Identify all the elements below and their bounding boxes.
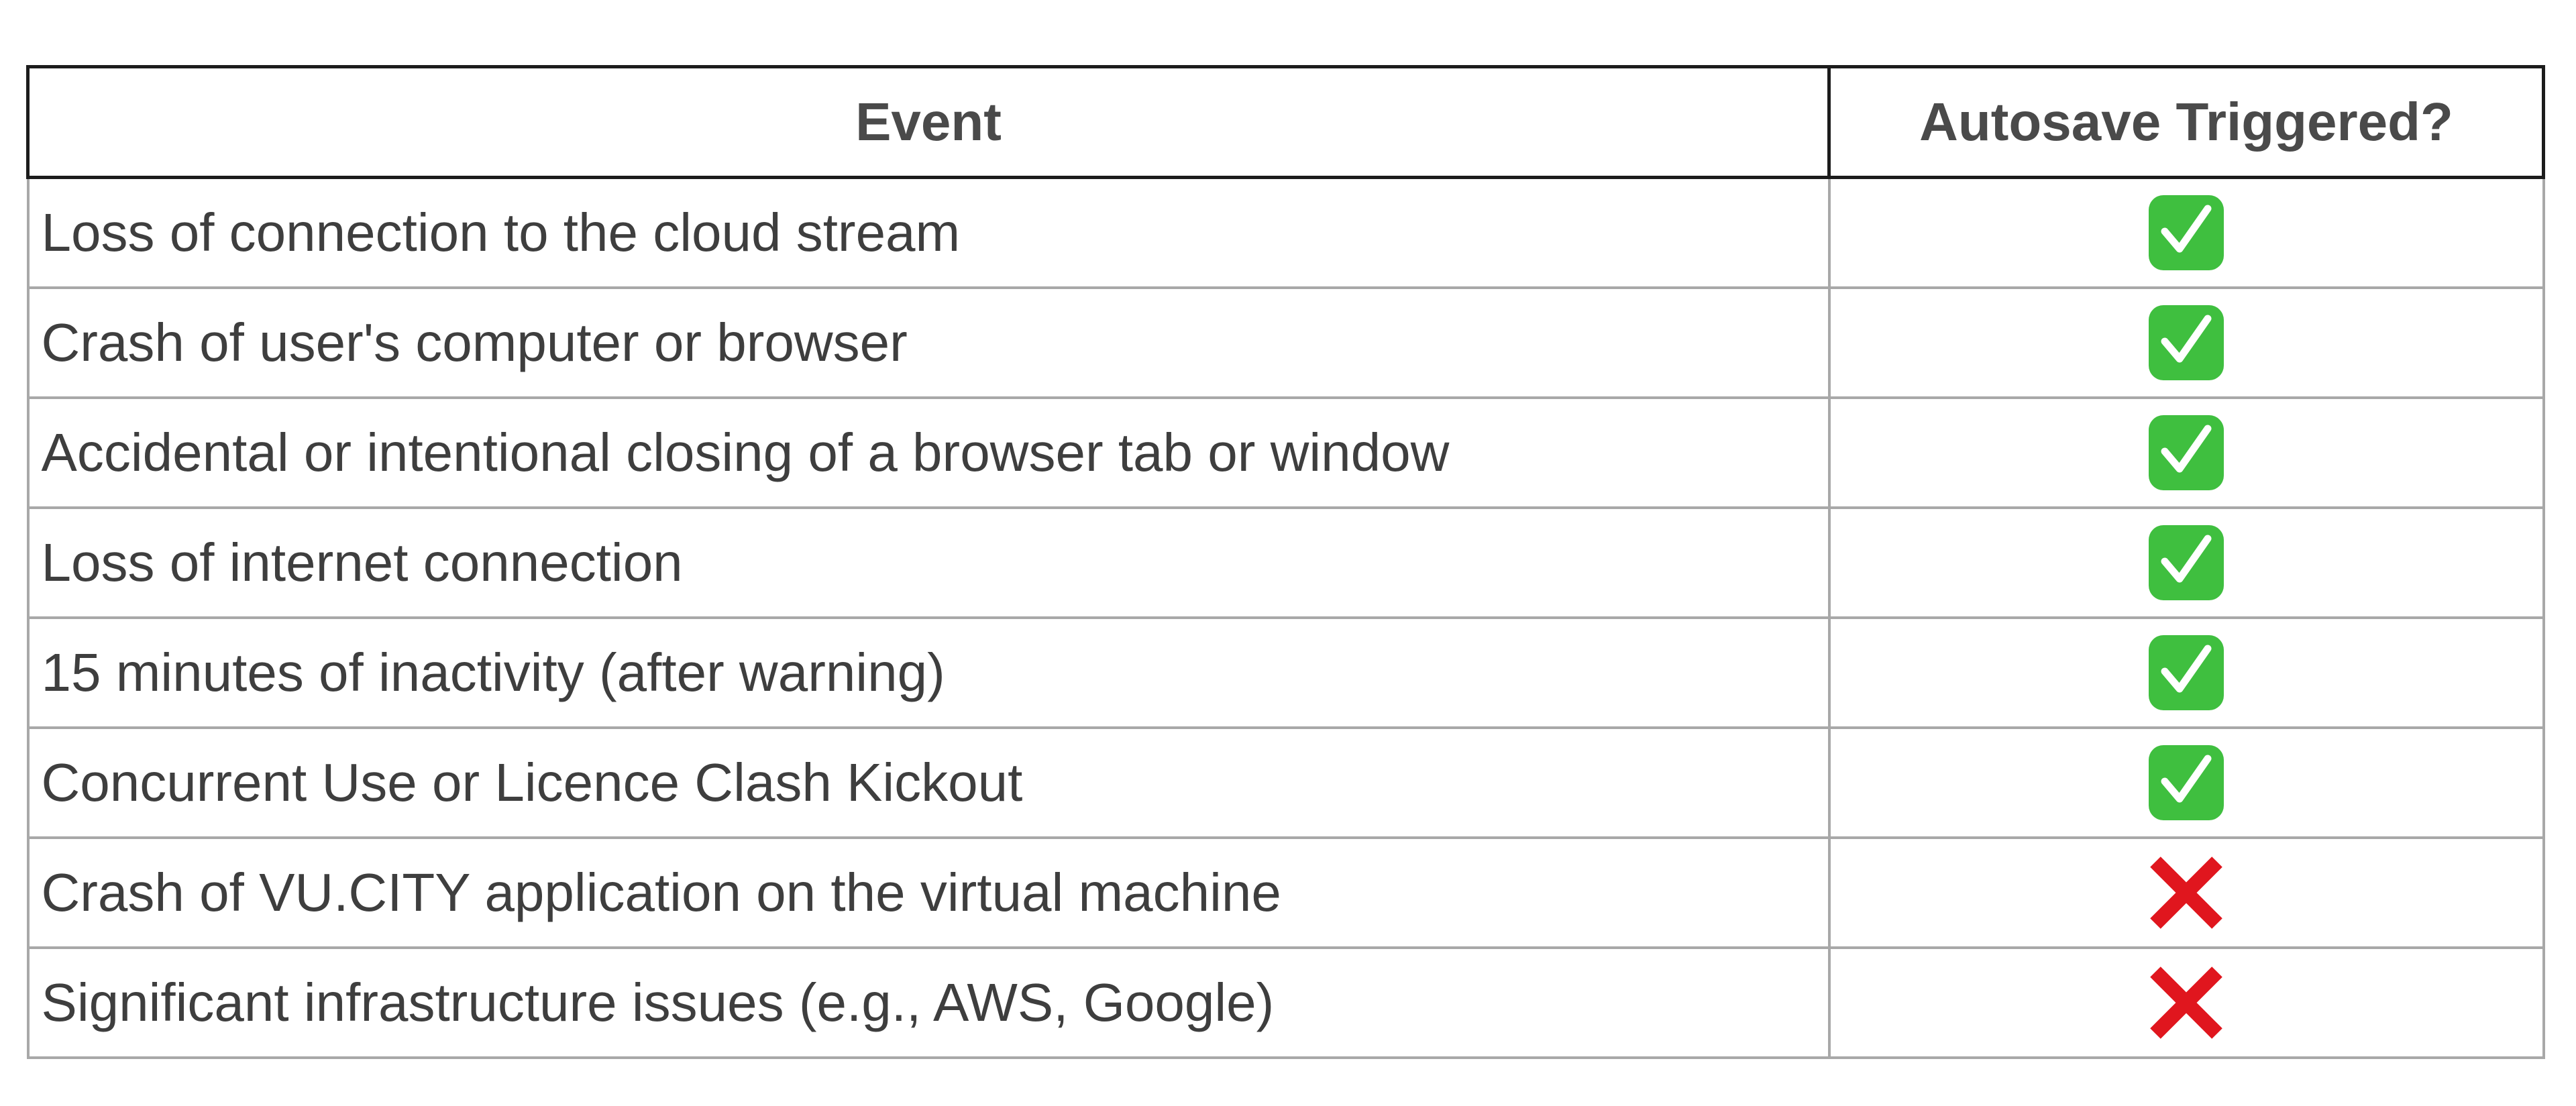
cross-mark-icon	[2146, 852, 2226, 933]
table-row: 15 minutes of inactivity (after warning)	[26, 616, 2545, 729]
autosave-status-cell	[1827, 836, 2545, 949]
table-header-row: Event Autosave Triggered?	[26, 65, 2545, 179]
table-row: Significant infrastructure issues (e.g.,…	[26, 946, 2545, 1059]
autosave-status-cell	[1827, 506, 2545, 619]
check-mark-button-icon	[2146, 522, 2226, 603]
cross-mark-icon	[2146, 962, 2226, 1043]
autosave-table-container: Event Autosave Triggered? Loss of connec…	[26, 65, 2545, 1059]
table-row: Crash of user's computer or browser	[26, 286, 2545, 399]
autosave-events-table: Event Autosave Triggered? Loss of connec…	[26, 65, 2545, 1059]
event-cell: Significant infrastructure issues (e.g.,…	[26, 946, 1831, 1059]
event-cell: Accidental or intentional closing of a b…	[26, 396, 1831, 509]
event-cell: Concurrent Use or Licence Clash Kickout	[26, 726, 1831, 839]
event-cell: Crash of VU.CITY application on the virt…	[26, 836, 1831, 949]
autosave-status-cell	[1827, 616, 2545, 729]
autosave-status-cell	[1827, 286, 2545, 399]
event-cell: 15 minutes of inactivity (after warning)	[26, 616, 1831, 729]
autosave-status-cell	[1827, 946, 2545, 1059]
table-row: Concurrent Use or Licence Clash Kickout	[26, 726, 2545, 839]
event-cell: Loss of internet connection	[26, 506, 1831, 619]
event-cell: Loss of connection to the cloud stream	[26, 176, 1831, 289]
table-row: Crash of VU.CITY application on the virt…	[26, 836, 2545, 949]
header-event: Event	[26, 65, 1831, 179]
autosave-status-cell	[1827, 176, 2545, 289]
check-mark-button-icon	[2146, 192, 2226, 273]
autosave-status-cell	[1827, 396, 2545, 509]
check-mark-button-icon	[2146, 302, 2226, 383]
check-mark-button-icon	[2146, 412, 2226, 493]
event-cell: Crash of user's computer or browser	[26, 286, 1831, 399]
table-row: Loss of internet connection	[26, 506, 2545, 619]
check-mark-button-icon	[2146, 742, 2226, 823]
header-autosave-triggered: Autosave Triggered?	[1827, 65, 2545, 179]
autosave-status-cell	[1827, 726, 2545, 839]
table-row: Accidental or intentional closing of a b…	[26, 396, 2545, 509]
check-mark-button-icon	[2146, 632, 2226, 713]
table-row: Loss of connection to the cloud stream	[26, 176, 2545, 289]
